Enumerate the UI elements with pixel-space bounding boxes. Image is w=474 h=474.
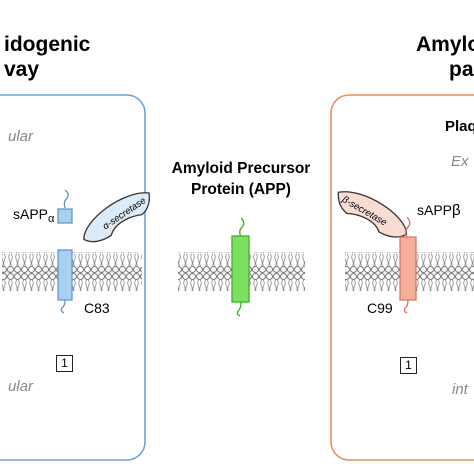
right-sapp-text: sAPP xyxy=(417,202,453,218)
right-title-line1: Amylo xyxy=(416,33,474,56)
center-title-line2: Protein (APP) xyxy=(191,181,291,198)
right-title-line2: pa xyxy=(449,58,474,81)
left-sapp-tail xyxy=(63,189,69,209)
left-intracellular-label: ular xyxy=(8,378,34,395)
right-sapp-greek: β xyxy=(452,202,461,219)
right-plaque-label: Plaq xyxy=(445,118,474,135)
left-c83-fragment xyxy=(57,249,73,301)
center-title-line1: Amyloid Precursor xyxy=(171,160,311,177)
right-step-number: 1 xyxy=(400,357,417,374)
left-step-number: 1 xyxy=(56,355,73,372)
right-c99-fragment xyxy=(399,236,417,301)
app-intracellular-tail xyxy=(236,301,242,317)
left-sapp-label: sAPPα xyxy=(13,206,55,225)
right-intracellular-label: int xyxy=(452,381,468,398)
left-sapp-text: sAPP xyxy=(13,206,49,222)
left-title-line1: idogenic xyxy=(4,33,91,56)
left-extracellular-label: ular xyxy=(8,128,34,145)
app-extracellular-tail xyxy=(239,217,245,238)
left-panel-frame xyxy=(0,94,146,461)
app-transmembrane-protein xyxy=(231,235,250,303)
right-sapp-label: sAPPβ xyxy=(417,202,461,219)
left-c83-label: C83 xyxy=(84,300,110,316)
right-c99-bottom-tail xyxy=(403,299,409,314)
left-sapp-fragment xyxy=(57,208,73,224)
beta-secretase-enzyme: β-secretase xyxy=(337,191,408,238)
left-sapp-greek: α xyxy=(48,213,55,225)
right-extracellular-label: Ex xyxy=(451,153,469,170)
left-c83-tail xyxy=(60,299,66,314)
right-c99-label: C99 xyxy=(367,300,393,316)
right-c99-top-tail xyxy=(405,216,411,238)
left-title-line2: vay xyxy=(4,58,40,81)
right-panel-frame xyxy=(330,94,474,461)
